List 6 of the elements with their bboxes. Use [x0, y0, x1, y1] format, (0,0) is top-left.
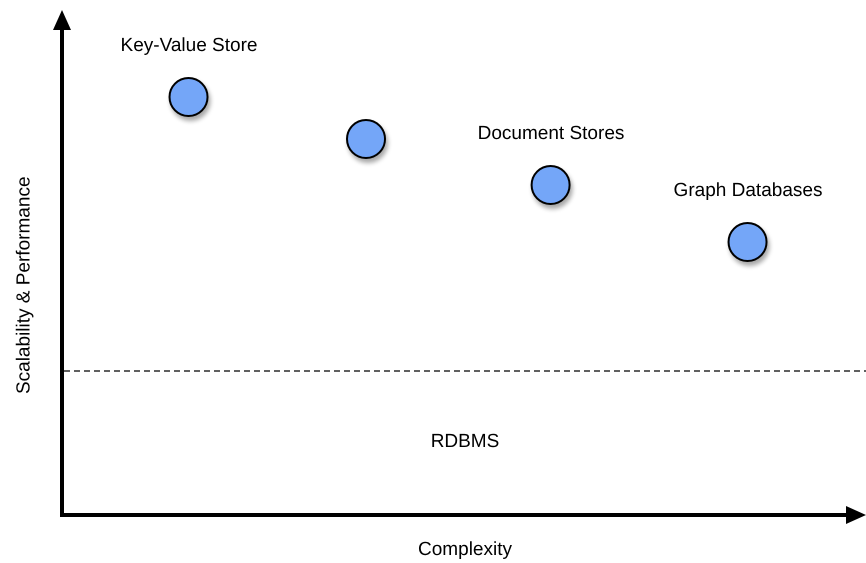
y-axis-label: Scalability & Performance [12, 176, 36, 394]
node-label: Graph Databases [674, 180, 822, 202]
node-label: Key-Value Store [120, 35, 258, 57]
x-axis-label: Complexity [418, 538, 512, 562]
region-label: RDBMS [430, 430, 500, 454]
node-label: Document Stores [478, 123, 624, 145]
